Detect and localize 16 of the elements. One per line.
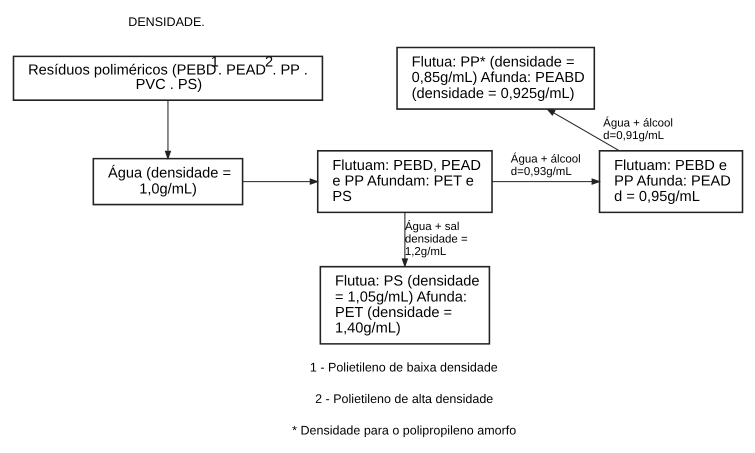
arrow — [545, 108, 620, 151]
node-box: Água (densidade = 1,0g/mL) — [92, 157, 243, 205]
edge-label: Água + álcool d=0,93g/mL — [510, 153, 580, 178]
edge-label: Água + álcool d=0,91g/mL — [602, 117, 673, 142]
node-box: Flutua: PS (densidade = 1,05g/mL) Afunda: PET (densidade = 1,40g/mL) — [319, 265, 490, 344]
label: 1 - Polietileno de baixa densidade — [309, 360, 498, 374]
arrow — [164, 100, 171, 160]
label: 2 - Polietileno de alta densidade — [314, 391, 493, 406]
arrow — [401, 212, 408, 268]
label: * Densidade para o polipropileno amorfo — [292, 422, 516, 437]
node-box: Flutua: PP* (densidade = 0,85g/mL) Afunda: PEABD (densidade = 0,925g/mL) — [396, 46, 595, 110]
node-box: Flutuam: PEBD, PEAD e PP Afundam: PET e PS — [316, 150, 492, 213]
label: DENSIDADE. — [128, 14, 204, 29]
arrow — [492, 178, 600, 184]
arrow — [242, 178, 319, 184]
node-box: Flutuam: PEBD e PP Afunda: PEAD d = 0,95g/mL — [598, 150, 743, 213]
